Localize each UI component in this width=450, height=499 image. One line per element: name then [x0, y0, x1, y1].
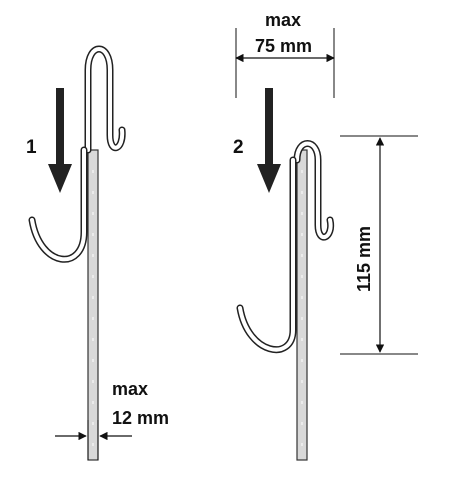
post-left: [87, 149, 99, 461]
width-value-label: 75 mm: [255, 36, 312, 56]
down-arrow-icon: [48, 88, 72, 193]
figure-step-2: 2 max 75 mm 115 mm: [233, 10, 418, 461]
post-right: [296, 149, 308, 461]
height-dimension: [340, 135, 418, 355]
thickness-value-label: 12 mm: [112, 408, 169, 428]
step-number-1: 1: [26, 137, 37, 158]
down-arrow-icon: [257, 88, 281, 193]
thickness-max-label: max: [112, 379, 148, 399]
hook-left: [28, 45, 126, 263]
width-dimension: [235, 28, 335, 98]
height-value-label: 115 mm: [354, 226, 374, 292]
width-max-label: max: [265, 10, 301, 30]
thickness-dimension: [55, 420, 132, 460]
figure-step-1: 1 max 12 mm: [26, 45, 169, 461]
hook-right: [236, 140, 335, 354]
step-number-2: 2: [233, 137, 244, 158]
